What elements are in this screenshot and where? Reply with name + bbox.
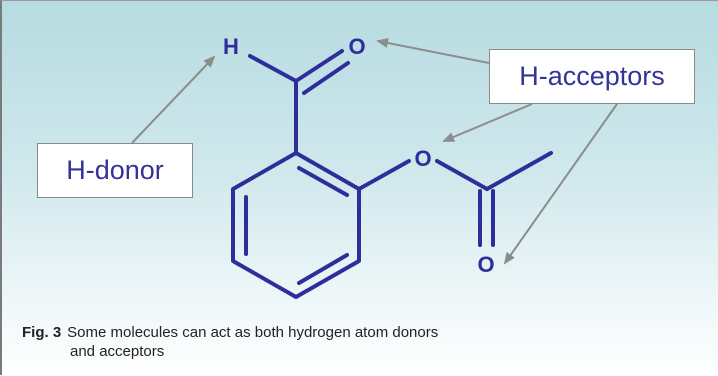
arrow-acceptor-to-ester-o (442, 103, 533, 142)
ring-double-bond-top (297, 166, 349, 197)
caption-line-2: and acceptors (70, 343, 165, 360)
atom-o-ester: O (414, 146, 431, 171)
atom-o-carbonyl: O (477, 252, 494, 277)
figure-number: Fig. 3 (22, 324, 62, 341)
ring-double-bond-bottom (297, 253, 349, 285)
bond-ring-to-o (357, 159, 411, 191)
figure-caption: Fig. 3 Some molecules can act as both hyd… (22, 323, 662, 361)
arrow-acceptor-to-aldehyde-o (376, 38, 490, 64)
bond-c-to-methyl (485, 151, 553, 191)
arrow-donor-to-h (131, 55, 216, 144)
bond-c-h (248, 54, 298, 83)
molecule-bonds (231, 49, 553, 299)
benzene-ring (231, 151, 361, 299)
bond-c-o-double-2 (302, 61, 350, 95)
caption-line-1: Some molecules can act as both hydrogen … (67, 324, 439, 341)
bond-o-to-c (435, 159, 489, 191)
h-acceptors-label: H-acceptors (489, 49, 695, 104)
arrow-acceptor-to-carbonyl-o (503, 103, 618, 265)
h-donor-label: H-donor (37, 143, 193, 198)
atom-o-aldehyde: O (348, 34, 365, 59)
atom-h: H (223, 34, 239, 59)
bond-c-o-double-1 (294, 49, 344, 83)
